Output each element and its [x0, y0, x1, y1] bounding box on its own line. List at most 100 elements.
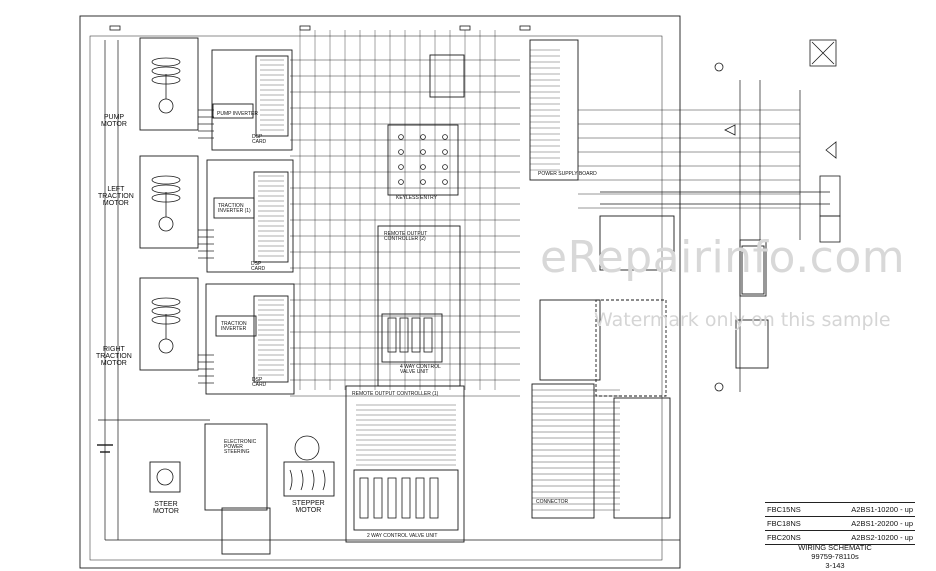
stepper-motor-symbol	[294, 435, 320, 461]
coil-symbol	[151, 297, 181, 307]
hydraulic-switch-box	[599, 215, 675, 271]
coil-symbol	[151, 175, 181, 185]
model-code: FBC18NS	[767, 519, 801, 528]
traction-pedal-box	[539, 299, 601, 381]
stepper-coil	[300, 469, 304, 491]
fuse-symbol	[299, 25, 311, 31]
ecu-label: ELECTRONIC POWER STEERING	[224, 439, 257, 455]
part-number: 99759-78110s	[811, 552, 859, 561]
light-switch-box	[735, 319, 769, 369]
horn-inner	[741, 245, 765, 295]
buzzer-symbol	[714, 62, 724, 72]
traction-inverter-2-box	[205, 283, 295, 395]
dsp-card-2-label: DSP CARD	[251, 261, 266, 272]
model-row: FBC20NS A2BS2-10200 - up	[765, 530, 915, 545]
dsp-card	[253, 295, 289, 383]
remote-output-controller-1	[345, 385, 465, 543]
motor-symbol	[158, 216, 174, 232]
keyless-entry-label: KEYLESS ENTRY	[396, 195, 438, 201]
keypad-key	[442, 179, 448, 185]
keypad-key	[398, 164, 404, 170]
valve-coil	[399, 317, 409, 353]
serial-range: A2BS1-20200 - up	[851, 519, 913, 528]
fuse-symbol	[519, 25, 531, 31]
valve-4way-box	[381, 313, 443, 363]
motor-enclosure	[139, 37, 199, 131]
coil-symbol	[151, 306, 181, 316]
steer-motor-label: STEER MOTOR	[153, 501, 179, 515]
steer-motor-frame	[149, 461, 181, 493]
component-symbols	[97, 25, 841, 519]
valve-coil	[387, 477, 397, 519]
inner-frame	[89, 35, 663, 561]
connector-block	[531, 383, 595, 519]
page-number: 3-143	[825, 561, 845, 570]
keyless-entry-box	[387, 124, 459, 196]
valve-coil	[359, 477, 369, 519]
stepper-motor-label: STEPPER MOTOR	[292, 500, 325, 514]
speaker-symbol	[819, 215, 841, 243]
keypad-key	[442, 164, 448, 170]
fuse-symbol	[109, 25, 121, 31]
connector-label: CONNECTOR	[536, 499, 569, 505]
remote-output-2-label: REMOTE OUTPUT CONTROLLER (2)	[384, 231, 428, 242]
stepper-motor-box	[283, 461, 335, 497]
fuse-symbol	[459, 25, 471, 31]
component-frames	[79, 15, 769, 569]
coil-symbol	[151, 66, 181, 76]
valve-2way-box	[353, 469, 459, 531]
traction-inverter-1-box	[206, 159, 294, 273]
model-code: FBC20NS	[767, 533, 801, 542]
dsp-card	[253, 171, 289, 263]
valve-coil	[429, 477, 439, 519]
dsp-card-1-label: DSP CARD	[252, 134, 267, 145]
keypad-key	[442, 134, 448, 140]
set-switch-relay	[429, 54, 465, 98]
ignition-symbol	[714, 382, 724, 392]
pump-inverter-box	[211, 49, 293, 151]
pump-inverter-inner	[212, 103, 254, 119]
keypad-key	[420, 149, 426, 155]
motor-symbol	[158, 98, 174, 114]
wire-layer	[98, 30, 830, 541]
power-supply-label: POWER SUPPLY BOARD	[538, 171, 597, 177]
keypad-key	[420, 179, 426, 185]
keypad-key	[442, 149, 448, 155]
serial-range: A2BS1-10200 - up	[851, 505, 913, 514]
fan-blade	[811, 41, 835, 65]
valve-coil	[387, 317, 397, 353]
pump-inverter-label: PUMP INVERTER	[217, 111, 258, 117]
keypad-key	[398, 134, 404, 140]
valve-coil	[401, 477, 411, 519]
valve-coil	[415, 477, 425, 519]
model-row: FBC18NS A2BS1-20200 - up	[765, 516, 915, 530]
keypad-key	[420, 134, 426, 140]
valve-4way-label: 4 WAY CONTROL VALVE UNIT	[400, 364, 441, 375]
model-code: FBC15NS	[767, 505, 801, 514]
stepper-coil	[311, 469, 315, 491]
combination-switch-box	[613, 397, 671, 519]
coil-symbol	[151, 184, 181, 194]
motor-enclosure	[139, 277, 199, 371]
traction-inverter-2-inner	[215, 315, 257, 337]
ecu-connector	[221, 507, 271, 555]
keypad-key	[398, 179, 404, 185]
traction-inverter-2-label: TRACTION INVERTER	[221, 321, 247, 332]
remote-output-1-label: REMOTE OUTPUT CONTROLLER (1)	[352, 391, 439, 397]
right-traction-motor-label: RIGHT TRACTION MOTOR	[96, 346, 132, 367]
dsp-card	[255, 55, 289, 137]
serial-range: A2BS2-10200 - up	[851, 533, 913, 542]
pump-motor-label: PUMP MOTOR	[101, 114, 127, 128]
fan-symbol	[809, 39, 837, 67]
motor-symbol	[158, 338, 174, 354]
steer-motor-symbol	[156, 468, 174, 486]
keypad-key	[420, 164, 426, 170]
valve-coil	[411, 317, 421, 353]
stepper-coil	[289, 469, 293, 491]
dsp-card-3-label: DSP CARD	[252, 377, 267, 388]
motor-enclosure	[139, 155, 199, 249]
coil-symbol	[151, 57, 181, 67]
title-block: WIRING SCHEMATIC 99759-78110s 3-143	[775, 543, 895, 570]
seat-switch-box	[595, 299, 667, 397]
